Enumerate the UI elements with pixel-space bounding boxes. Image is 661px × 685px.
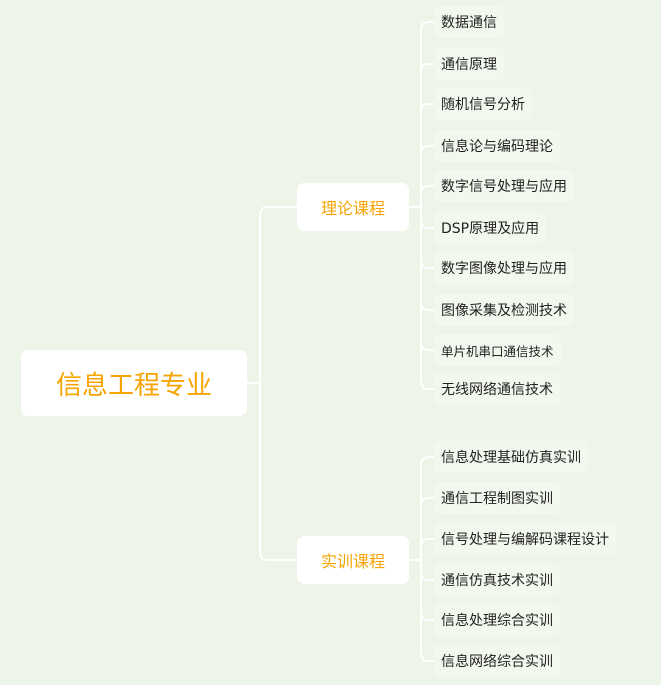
- leaf-node[interactable]: 图像采集及检测技术: [434, 294, 574, 326]
- leaf-node[interactable]: 信息处理基础仿真实训: [434, 441, 588, 473]
- leaf-node[interactable]: DSP原理及应用: [434, 212, 547, 244]
- connector-leaf: [409, 559, 434, 662]
- connector-leaf: [409, 206, 434, 390]
- leaf-node[interactable]: 随机信号分析: [434, 88, 532, 120]
- branch-practice-courses[interactable]: 实训课程: [297, 536, 409, 584]
- connector-root-practice: [247, 382, 297, 561]
- branch-theory-courses[interactable]: 理论课程: [297, 183, 409, 231]
- leaf-node[interactable]: 单片机串口通信技术: [434, 334, 561, 366]
- leaf-node[interactable]: 数据通信: [434, 6, 504, 38]
- leaf-node[interactable]: 通信原理: [434, 48, 504, 80]
- leaf-node[interactable]: 信息论与编码理论: [434, 130, 560, 162]
- leaf-node[interactable]: 信息处理综合实训: [434, 604, 560, 636]
- connector-leaf: [409, 538, 434, 561]
- leaf-node[interactable]: 数字图像处理与应用: [434, 252, 574, 284]
- leaf-node[interactable]: 无线网络通信技术: [434, 373, 560, 405]
- connector-leaf: [409, 185, 434, 208]
- leaf-node[interactable]: 通信仿真技术实训: [434, 564, 560, 596]
- leaf-node[interactable]: 数字信号处理与应用: [434, 170, 574, 202]
- connector-root-theory: [247, 206, 297, 384]
- leaf-node[interactable]: 信息网络综合实训: [434, 645, 560, 677]
- leaf-node[interactable]: 信号处理与编解码课程设计: [434, 523, 616, 555]
- root-node[interactable]: 信息工程专业: [21, 350, 247, 416]
- leaf-node[interactable]: 通信工程制图实训: [434, 482, 560, 514]
